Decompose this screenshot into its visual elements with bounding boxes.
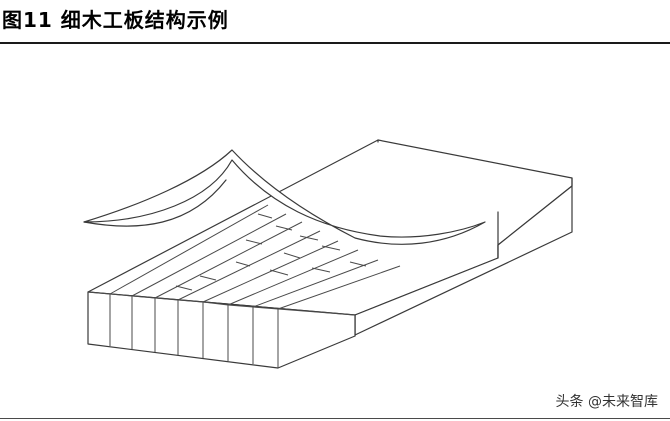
blockboard-structure-diagram: [83, 139, 573, 369]
core-strips-front: [87, 291, 356, 369]
peeled-veneer-sheet: [83, 149, 486, 245]
title-divider: [0, 42, 670, 44]
bottom-divider: [0, 418, 670, 419]
top-veneer-surface: [87, 139, 573, 316]
core-strip-seams: [109, 204, 401, 310]
veneer-curl-edge: [83, 179, 227, 227]
watermark-text: 头条 @未来智库: [555, 394, 658, 410]
figure-title: 图11 细木工板结构示例: [2, 8, 229, 32]
board-right-side: [354, 177, 573, 336]
